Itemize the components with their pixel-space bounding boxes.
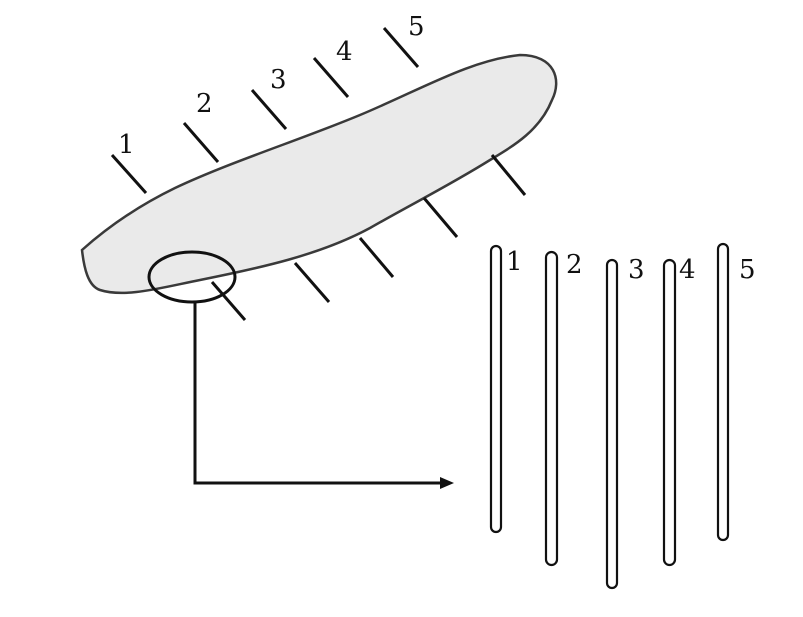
slice-label-1: 1 — [506, 247, 523, 277]
slice-label-2: 2 — [566, 250, 583, 280]
slice-3 — [605, 258, 619, 590]
slice-4 — [662, 258, 677, 567]
cut-mark-top-3 — [250, 89, 288, 130]
slice-1 — [489, 244, 503, 534]
pointer-arrowhead — [440, 477, 454, 489]
cut-mark-bottom-2 — [293, 262, 331, 303]
top-label-2: 2 — [196, 89, 213, 119]
cut-mark-bottom-4 — [422, 197, 459, 238]
top-label-4: 4 — [336, 37, 353, 67]
slice-label-5: 5 — [739, 255, 756, 285]
cut-mark-bottom-3 — [358, 237, 395, 278]
specimen-body — [80, 53, 558, 295]
cut-mark-top-2 — [182, 122, 220, 163]
pointer-arrow-line — [193, 302, 442, 485]
cut-mark-top-4 — [312, 57, 350, 98]
slice-label-3: 3 — [628, 255, 645, 285]
cut-mark-bottom-1 — [210, 281, 247, 321]
slice-2 — [544, 250, 559, 567]
slice-5 — [716, 242, 730, 542]
top-label-3: 3 — [270, 65, 287, 95]
cut-mark-bottom-5 — [490, 154, 527, 196]
cut-mark-top-5 — [382, 27, 420, 68]
cut-mark-top-1 — [110, 153, 148, 195]
slice-label-4: 4 — [679, 255, 696, 285]
top-label-5: 5 — [408, 12, 425, 42]
top-label-1: 1 — [118, 130, 135, 160]
zoom-ellipse — [147, 250, 237, 304]
